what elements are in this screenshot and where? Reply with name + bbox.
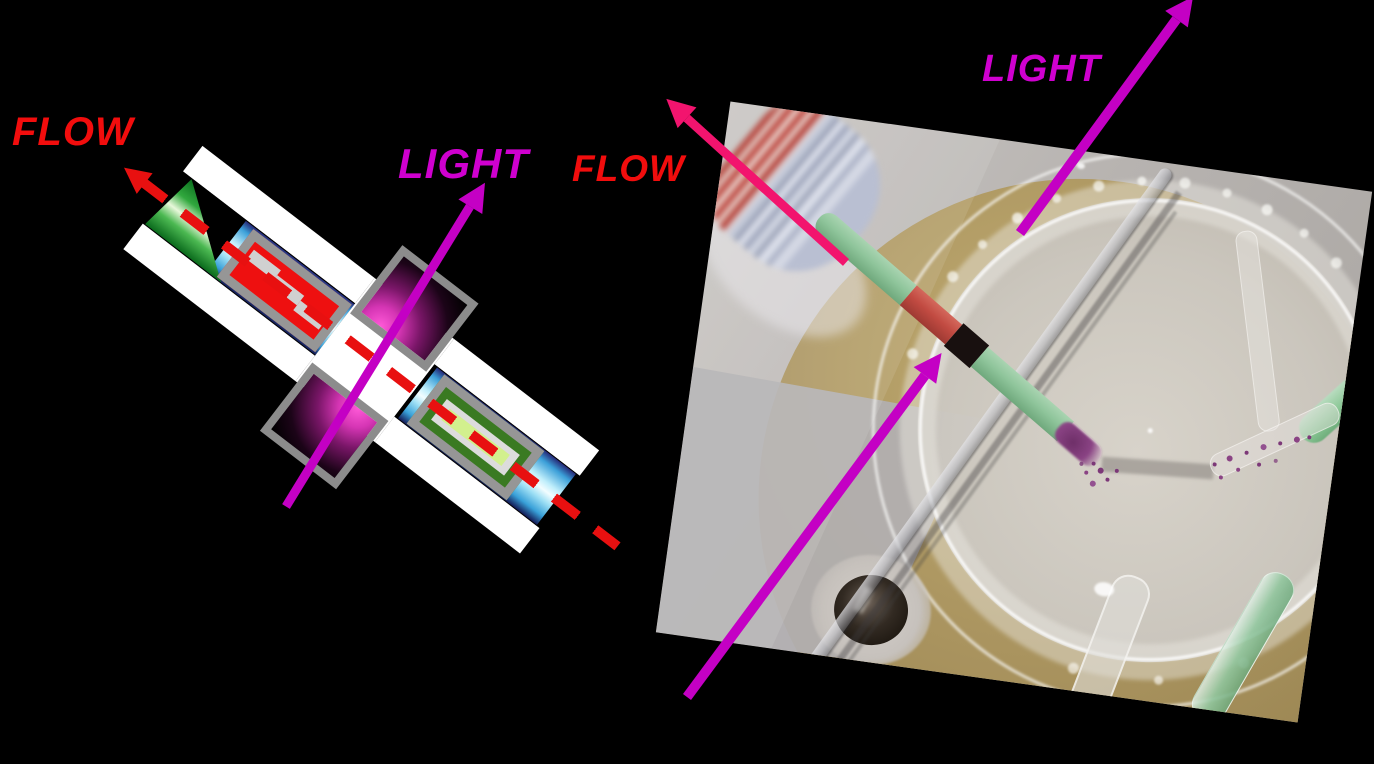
flow-axis-dashed-line — [138, 177, 621, 551]
schematic-flow-label: FLOW — [12, 110, 134, 154]
schematic-light-label: LIGHT — [398, 140, 529, 187]
apparatus-photo — [655, 101, 1373, 723]
flow-cell-schematic — [27, 39, 752, 703]
photo-light-label: LIGHT — [982, 48, 1101, 90]
photo-flow-label: FLOW — [572, 148, 685, 189]
